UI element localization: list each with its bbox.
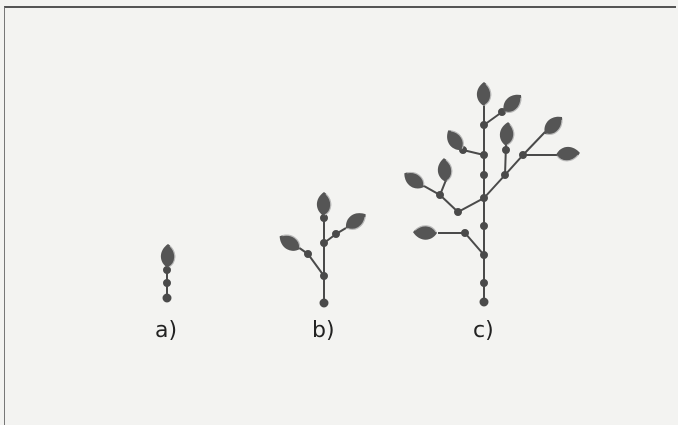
leaf xyxy=(436,156,454,184)
node xyxy=(319,298,329,308)
branch xyxy=(307,253,325,277)
node xyxy=(480,171,488,179)
node xyxy=(480,279,488,287)
node xyxy=(304,250,312,258)
leaf xyxy=(539,111,568,140)
node xyxy=(320,272,328,280)
plant-stage-c xyxy=(399,81,582,307)
figure-frame xyxy=(4,6,676,425)
branch xyxy=(457,197,485,213)
node xyxy=(480,151,488,159)
leaf xyxy=(476,81,492,107)
label-a: a) xyxy=(155,318,178,343)
node xyxy=(480,194,488,202)
node xyxy=(461,229,469,237)
branch xyxy=(522,131,546,156)
leaf xyxy=(275,229,305,256)
node xyxy=(163,266,171,274)
plant-stage-b xyxy=(275,191,371,308)
node xyxy=(502,146,510,154)
node xyxy=(501,171,509,179)
node xyxy=(480,222,488,230)
node xyxy=(436,191,444,199)
label-b: b) xyxy=(312,318,335,343)
branch xyxy=(504,154,524,176)
leaf xyxy=(316,191,332,217)
node xyxy=(519,151,527,159)
label-c: c) xyxy=(473,318,494,343)
node xyxy=(480,251,488,259)
leaf xyxy=(341,207,371,235)
leaf xyxy=(160,243,176,269)
leaf xyxy=(498,120,516,148)
node xyxy=(320,239,328,247)
leaf xyxy=(412,224,438,241)
plant-stage-a xyxy=(160,243,176,303)
branch xyxy=(464,232,485,256)
node xyxy=(480,121,488,129)
leaf xyxy=(399,166,429,194)
node xyxy=(454,208,462,216)
branch xyxy=(483,174,506,199)
node xyxy=(163,279,171,287)
node xyxy=(479,297,489,307)
branch xyxy=(439,194,459,213)
leaf xyxy=(554,145,582,163)
node xyxy=(162,293,172,303)
node xyxy=(332,230,340,238)
